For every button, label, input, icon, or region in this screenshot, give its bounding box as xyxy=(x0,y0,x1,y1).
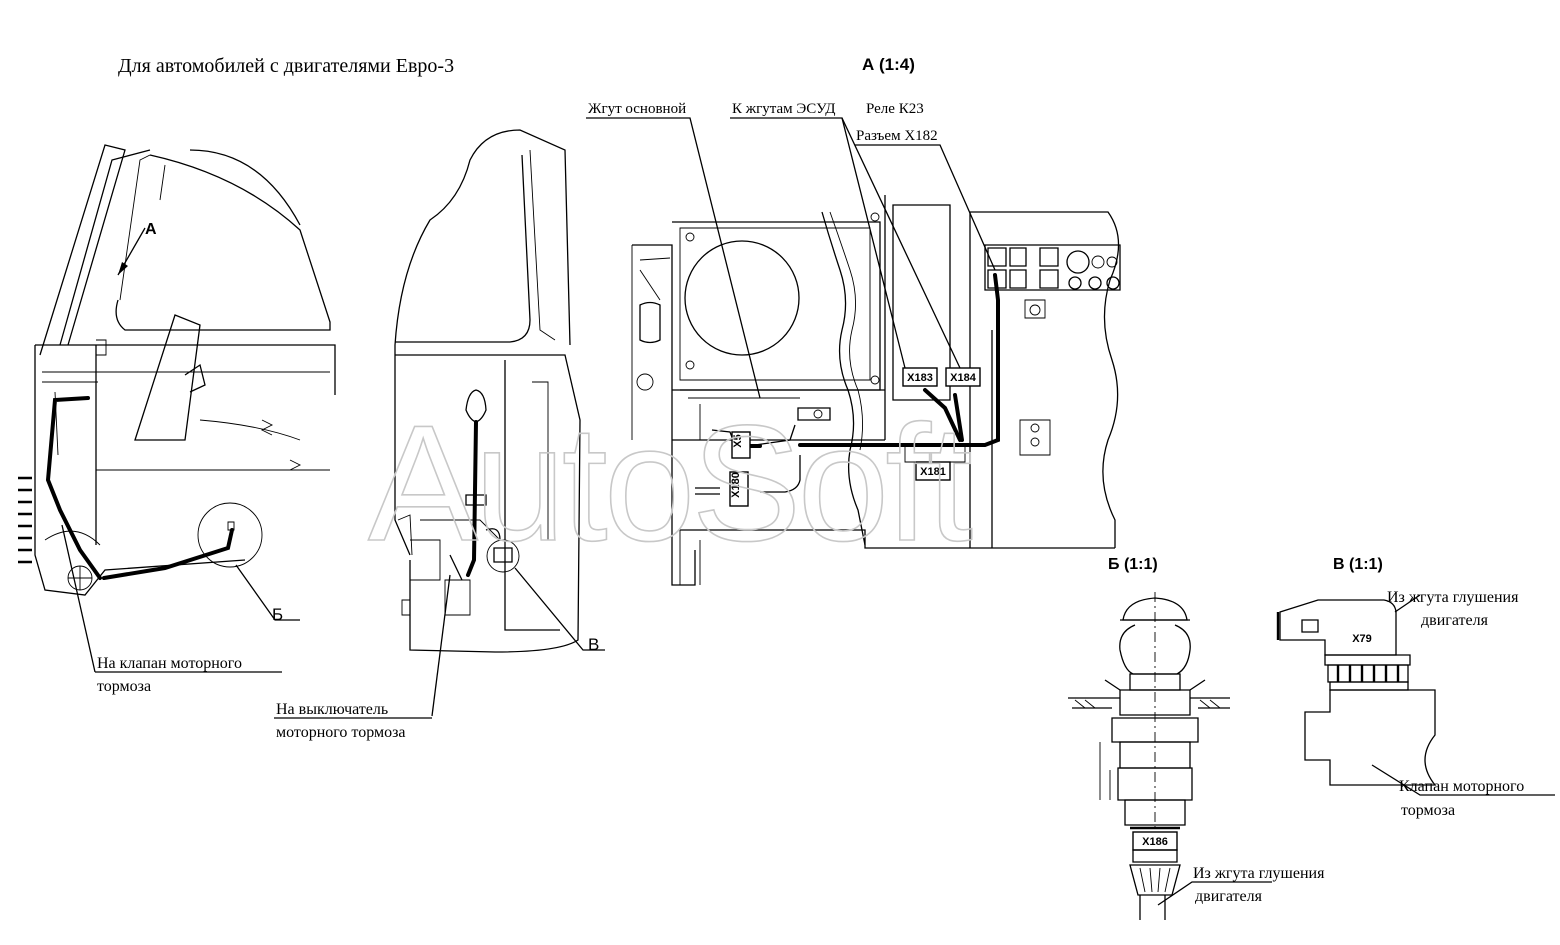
connector-x5: X5 xyxy=(731,431,751,459)
connector-x184: X184 xyxy=(945,367,981,387)
connector-x180: X180 xyxy=(729,471,749,507)
view-a-title: А (1:4) xyxy=(862,55,915,74)
svg-text:X186: X186 xyxy=(1142,836,1168,848)
detail-circle-v xyxy=(486,539,520,573)
svg-text:X181: X181 xyxy=(920,466,946,478)
page-title: Для автомобилей с двигателями Евро-3 xyxy=(118,55,454,77)
view-b-title: Б (1:1) xyxy=(1108,556,1158,573)
view-v-title: В (1:1) xyxy=(1333,556,1383,573)
callout-from-harness-b-1: Из жгута глушения xyxy=(1193,865,1325,882)
callout-from-harness-b-2: двигателя xyxy=(1195,888,1263,905)
callout-to-switch-1: На выключатель xyxy=(276,701,388,718)
svg-text:X184: X184 xyxy=(950,372,977,384)
svg-text:X79: X79 xyxy=(1352,633,1372,645)
svg-text:X180: X180 xyxy=(730,472,742,498)
callout-main-harness: Жгут основной xyxy=(588,101,686,117)
watermark: AutoSoft xyxy=(368,391,972,575)
callout-from-harness-v-1: Из жгута глушения xyxy=(1387,589,1519,606)
connector-x186: X186 xyxy=(1132,831,1178,851)
detail-v-marker: В xyxy=(588,635,599,654)
callout-valve-2: тормоза xyxy=(1401,802,1455,819)
connector-x183: X183 xyxy=(902,367,938,387)
cab-middle-view: В На выключатель моторного тормоза xyxy=(274,129,605,741)
detail-circle-b xyxy=(197,502,263,568)
connector-x79: X79 xyxy=(1352,633,1372,645)
callout-valve-1: Клапан моторного xyxy=(1399,778,1524,795)
connector-x181: X181 xyxy=(915,461,951,481)
callout-to-valve-1: На клапан моторного xyxy=(97,655,242,672)
view-a-detail: X183 X184 X181 X5 X180 Жгут основной К ж… xyxy=(586,101,1121,586)
callout-connector-x182: Разъем Х182 xyxy=(856,128,938,144)
svg-text:X183: X183 xyxy=(907,372,933,384)
callout-to-valve-2: тормоза xyxy=(97,678,151,695)
grille xyxy=(18,476,32,564)
arrow-a-label: А xyxy=(145,221,157,238)
cab-left-view: А Б На клапан моторного тормоза xyxy=(18,144,336,695)
callout-to-esud: К жгутам ЭСУД xyxy=(732,101,835,117)
view-v-detail: В (1:1) X79 Из жгута глушения двигателя … xyxy=(1276,556,1555,819)
callout-from-harness-v-2: двигателя xyxy=(1421,612,1489,629)
detail-b-marker: Б xyxy=(272,605,283,624)
view-b-detail: Б (1:1) X186 Из жгута глушения дв xyxy=(1068,556,1325,920)
svg-text:X5: X5 xyxy=(732,434,744,447)
callout-relay-k23: Реле К23 xyxy=(866,101,924,117)
callout-to-switch-2: моторного тормоза xyxy=(276,724,406,741)
